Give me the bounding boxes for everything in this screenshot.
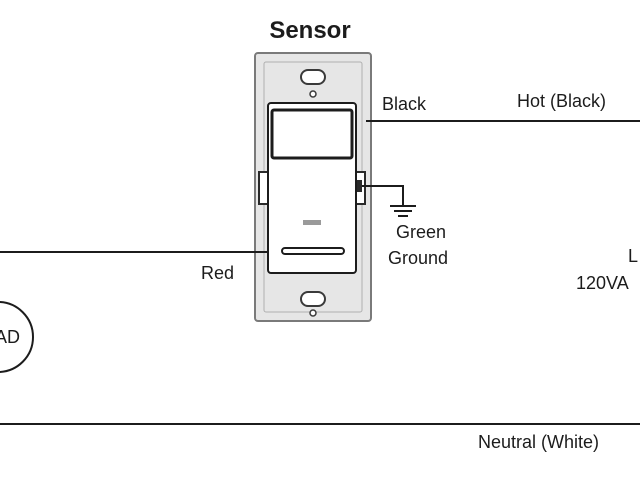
bottom-screw-hole <box>309 309 317 317</box>
sensor-lens <box>270 108 354 160</box>
neutral-label: Neutral (White) <box>478 432 599 452</box>
bottom-mounting-slot <box>300 291 326 307</box>
top-mounting-slot <box>300 69 326 85</box>
green-label: Green <box>396 222 446 242</box>
red-label: Red <box>201 263 234 283</box>
line-label: L <box>628 246 638 266</box>
top-screw-hole <box>309 90 317 98</box>
black-label: Black <box>382 94 427 114</box>
indicator-light <box>303 220 321 225</box>
ground-wire <box>362 185 404 206</box>
ground-label: Ground <box>388 248 448 268</box>
push-button <box>281 247 345 255</box>
ground-screw <box>356 180 362 192</box>
hot-label: Hot (Black) <box>517 91 606 111</box>
voltage-label: 120VA <box>576 273 629 293</box>
diagram-title: Sensor <box>269 17 350 44</box>
load-circle <box>0 301 34 373</box>
load-label: AD <box>0 327 20 347</box>
